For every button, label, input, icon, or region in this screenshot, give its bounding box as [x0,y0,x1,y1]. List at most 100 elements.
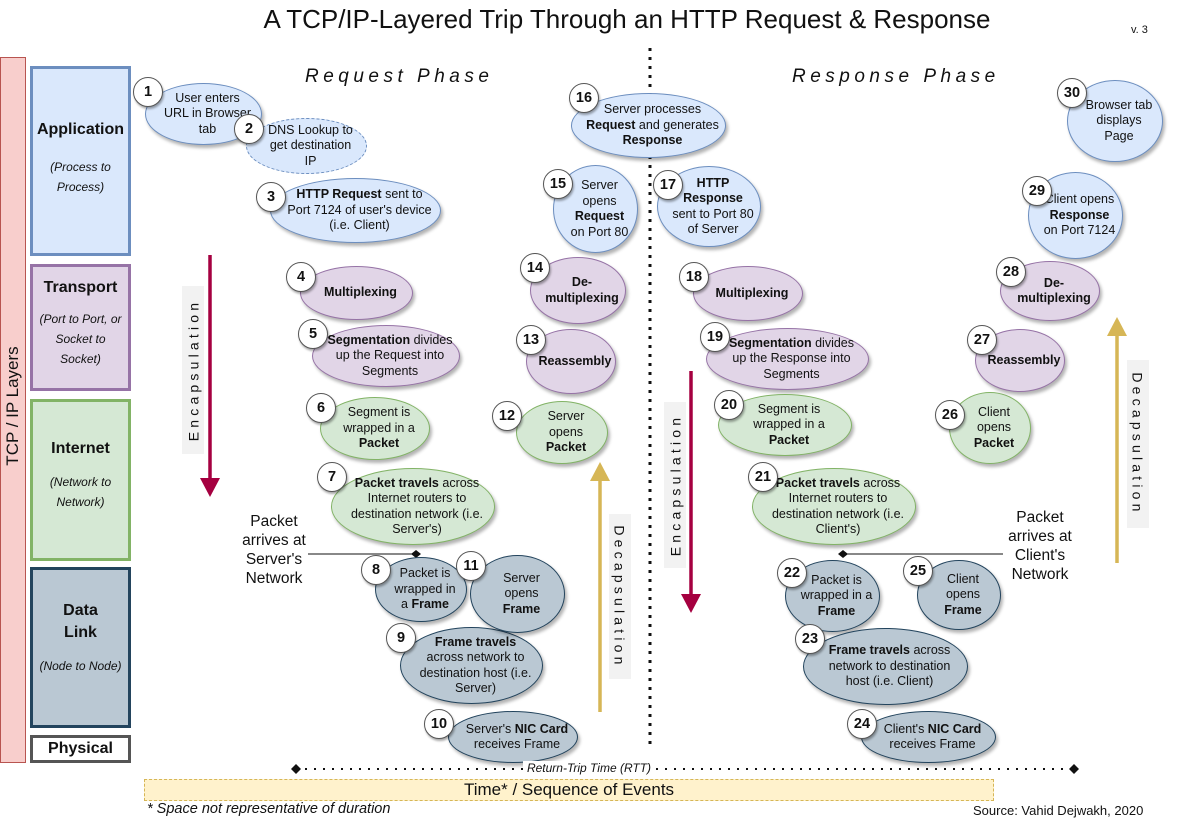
step-20-text-part: Packet [768,432,810,447]
step-29-text: Client opens Response on Port 7124 [1043,192,1116,239]
step-11-number-badge: 11 [456,551,486,581]
step-16-text-part: Response [622,133,683,148]
step-29-text-part: Response [1049,207,1110,222]
step-22: Packet is wrapped in a Frame [785,560,880,632]
step-29-text-part: Client opens [1044,192,1115,207]
step-20-text: Segment is wrapped in a Packet [733,402,845,449]
diagram-title: A TCP/IP-Layered Trip Through an HTTP Re… [263,4,991,34]
layer-internet-desc: (Network to Network) [49,475,112,509]
step-13-text-part: Reassembly [538,353,612,368]
step-29-number-badge: 29 [1022,176,1052,206]
step-17-text-part: sent to Port 80 of Server [672,206,754,237]
step-2-text-part: DNS Lookup to get destination IP [268,122,353,168]
step-7-number-badge: 7 [317,462,347,492]
step-25-text-part: Frame [944,602,982,617]
step-23-text: Frame travels across network to destinat… [820,643,959,690]
step-26-text: Client opens Packet [964,405,1024,452]
step-11: Server opens Frame [470,555,565,633]
request-phase-heading: Request Phase [305,66,494,87]
step-18-text: Multiplexing [716,286,789,302]
client-arrival-pointer-head [838,550,848,558]
step-23-text-part: across network to destination host (i.e.… [828,643,951,689]
step-16-text: Server processes Request and generates R… [586,102,719,149]
step-10-number-badge: 10 [424,709,454,739]
step-10-text-part: receives Frame [473,737,561,751]
step-6-text: Segment is wrapped in a Packet [335,405,423,452]
step-20-text-part: Segment is wrapped in a [753,401,825,432]
tcp-ip-stack-bar [0,57,26,763]
step-27-text: Reassembly [988,353,1061,369]
step-3-text: HTTP Request sent to Port 7124 of user's… [287,187,432,234]
step-2-number-badge: 2 [234,114,264,144]
step-24-text-part: NIC Card [927,721,982,736]
step-30-text: Browser tab displays Page [1082,98,1156,145]
step-4-text-part: Multiplexing [324,285,397,300]
rtt-label-row: Return-Trip Time (RTT) [0,759,1178,777]
step-24-number-badge: 24 [847,709,877,739]
step-7-text: Packet travels across Internet routers t… [348,476,486,538]
step-4: Multiplexing [300,266,413,320]
step-16-text-part: Server processes [603,102,702,117]
step-19-text-part: Segmentation [728,335,812,350]
layer-internet-name: Internet [51,440,110,457]
step-11-text-part: Server opens [503,570,540,601]
step-8-text: Packet is wrapped in a Frame [390,566,460,613]
step-19: Segmentation divides up the Response int… [706,328,869,390]
step-12-text-part: Packet [545,440,587,455]
step-21: Packet travels across Internet routers t… [752,468,916,545]
step-28-text: De-multiplexing [1015,276,1093,307]
step-13: Reassembly [526,329,616,394]
step-19-number-badge: 19 [700,322,730,352]
step-14-text: De-multiplexing [545,275,619,306]
step-7-text-part: across Internet routers to destination n… [350,475,483,537]
step-21-text: Packet travels across Internet routers t… [769,476,907,538]
rtt-label: Return-Trip Time (RTT) [522,761,656,775]
step-12-text-part: Server opens [547,409,585,439]
step-16-number-badge: 16 [569,83,599,113]
step-12-number-badge: 12 [492,401,522,431]
step-21-text-part: Packet travels [775,475,860,490]
step-18-text-part: Multiplexing [715,285,789,300]
step-23: Frame travels across network to destinat… [803,628,968,705]
step-13-number-badge: 13 [516,325,546,355]
step-12-text: Server opens Packet [531,409,601,456]
step-1: User enters URL in Browser tab [145,83,262,145]
step-7: Packet travels across Internet routers t… [331,468,495,545]
version-label: v. 3 [1131,24,1148,36]
step-10-text-part: NIC Card [514,721,569,736]
step-3-text-part: HTTP Request [296,187,382,202]
step-3-number-badge: 3 [256,182,286,212]
step-1-number-badge: 1 [133,77,163,107]
step-13-text: Reassembly [539,354,612,370]
step-24-text: Client's NIC Card receives Frame [876,722,989,753]
step-9-text-part: Frame travels [434,634,517,649]
step-3: HTTP Request sent to Port 7124 of user's… [270,178,441,243]
step-24: Client's NIC Card receives Frame [861,711,996,763]
step-21-text-part: across Internet routers to destination n… [771,475,904,537]
step-10: Server's NIC Card receives Frame [448,711,578,763]
step-22-text-part: Frame [817,603,856,618]
step-19-text: Segmentation divides up the Response int… [721,336,862,383]
step-9-number-badge: 9 [386,623,416,653]
step-8-number-badge: 8 [361,555,391,585]
step-6-number-badge: 6 [306,393,336,423]
step-25-text-part: Client opens [945,571,981,602]
source-credit: Source: Vahid Dejwakh, 2020 [973,803,1144,818]
step-2: DNS Lookup to get destination IP [246,118,367,174]
layer-data-link: Data Link (Node to Node) [30,567,131,728]
layer-internet: Internet (Network to Network) [30,399,131,561]
step-17-text-part: HTTP Response [683,175,743,206]
step-15-number-badge: 15 [543,169,573,199]
step-10-text-part: Server's [465,721,515,736]
decapsulation-label-left: Decapsulation [609,514,631,679]
encapsulation-arrowhead-left [200,478,220,497]
layer-application: Application (Process to Process) [30,66,131,256]
layer-transport: Transport (Port to Port, or Socket to So… [30,264,131,391]
step-21-number-badge: 21 [748,462,778,492]
step-17: HTTP Response sent to Port 80 of Server [657,166,761,247]
step-9-text-part: across network to destination host (i.e.… [419,650,532,695]
step-11-text-part: Frame [502,601,541,616]
step-26-text-part: Packet [973,435,1015,450]
step-23-text-part: Frame travels [828,643,910,658]
